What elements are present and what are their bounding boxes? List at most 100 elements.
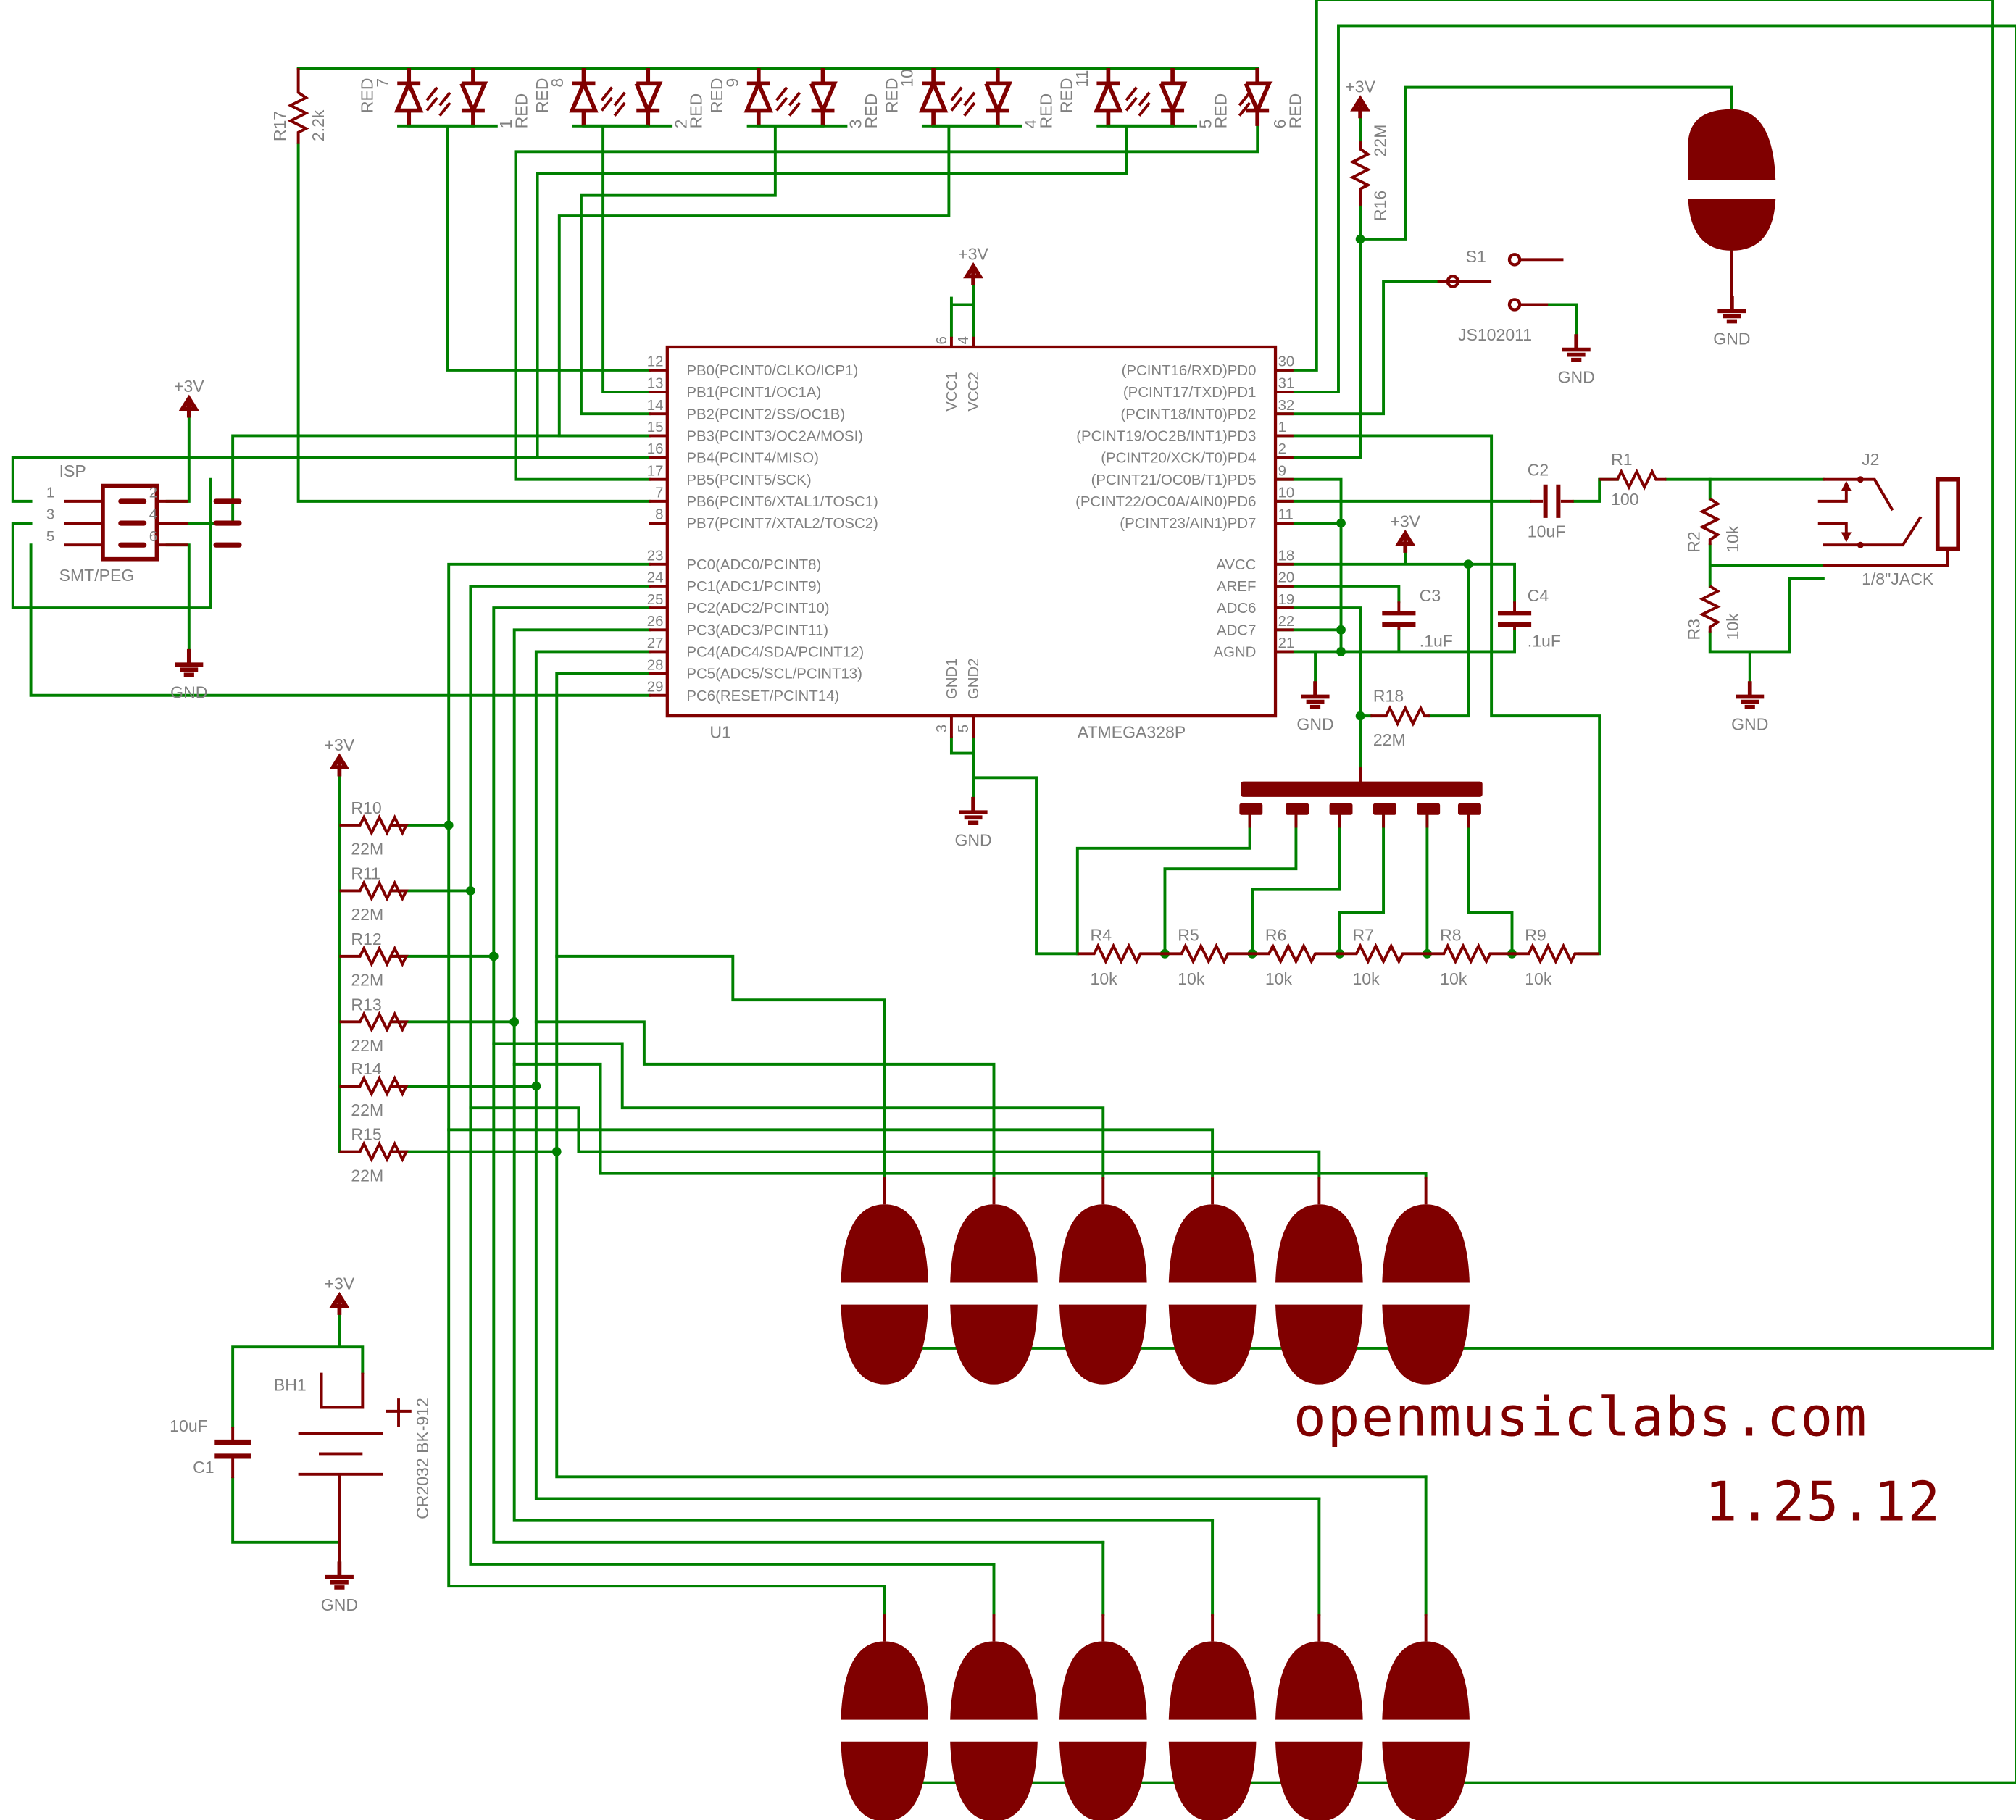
mcu-pin-name: AVCC [1216, 557, 1256, 573]
mcu-pin-number: 13 [647, 376, 664, 392]
mcu-pin-number: 7 [655, 485, 663, 501]
resistor-r16: R16 22M [1349, 125, 1390, 221]
resistor-icon [339, 1140, 409, 1163]
piezo-disc-bottom [950, 1304, 1038, 1385]
piezo-disc-bottom [950, 1741, 1038, 1820]
mcu-pin-number: 12 [647, 354, 664, 370]
resistor-icon [1339, 943, 1428, 965]
led-icon [393, 68, 424, 126]
r3-ref: R3 [1685, 619, 1704, 640]
isp-pin-5: 5 [46, 529, 54, 545]
r2-ref: R2 [1685, 531, 1704, 552]
mcu-pin-name: ADC7 [1217, 622, 1256, 638]
vcc-arrow-icon [329, 1291, 350, 1315]
c4-value: .1uF [1528, 631, 1561, 650]
pullup-resistor-ref: R10 [351, 798, 381, 817]
slider-pad [1457, 803, 1481, 815]
ground-icon [1562, 334, 1591, 362]
ladder-resistor-value: 10k [1352, 969, 1380, 988]
c1-value: 10uF [170, 1416, 208, 1435]
mcu-pin-number: 21 [1278, 635, 1295, 651]
pullup-resistor-value: 22M [351, 1101, 383, 1119]
r1-value: 100 [1611, 490, 1638, 509]
ladder-resistor-ref: R8 [1440, 926, 1461, 945]
mcu-pin-name: PB2(PCINT2/SS/OC1B) [686, 406, 845, 422]
slider-pad [1239, 803, 1263, 815]
mcu-pin-name: PC1(ADC1/PCINT9) [686, 579, 821, 595]
vcc-label: +3V [325, 1274, 355, 1293]
led-color-label: RED [1286, 93, 1305, 129]
resistor-icon [339, 945, 409, 967]
led-color-label: RED [1057, 78, 1076, 113]
mcu-pin-number: 15 [647, 419, 664, 435]
ground-icon [1736, 681, 1765, 709]
led-icon [809, 68, 838, 126]
mcu-pin-name: PC2(ADC2/PCINT10) [686, 601, 829, 617]
vcc-label: +3V [958, 244, 988, 263]
piezo-disc-bottom [1168, 1304, 1257, 1385]
resistor-icon [339, 814, 409, 836]
led-icon [918, 68, 949, 126]
mcu-pin-number: 18 [1278, 548, 1295, 564]
led-number-label: 9 [722, 78, 741, 88]
mcu-pin-number: 24 [647, 570, 664, 586]
mcu-pin-number: 10 [1278, 485, 1295, 501]
mcu-pin-name: (PCINT17/TXD)PD1 [1123, 385, 1257, 401]
led-color-label: RED [358, 78, 377, 113]
ladder-resistor-value: 10k [1091, 969, 1118, 988]
ground-icon [175, 648, 204, 677]
isp-header: ISP SMT/PEG 1 2 3 4 5 6 [46, 462, 242, 585]
light-rays-icon [1125, 86, 1151, 117]
slider-pad [1373, 803, 1396, 815]
mcu-pin-name: (PCINT21/OC0B/T1)PD5 [1091, 472, 1257, 488]
led-icon [984, 68, 1013, 126]
piezo-disc-bottom [1059, 1741, 1147, 1820]
ground-icon [325, 1561, 354, 1590]
vcc-label: +3V [174, 377, 204, 396]
c1-ref: C1 [193, 1458, 214, 1477]
piezo-disc-top [1382, 1641, 1470, 1720]
pin-label-gnd2: GND2 [966, 658, 982, 699]
r18-value: 22M [1373, 730, 1406, 749]
mcu-pin-number: 8 [655, 507, 663, 523]
mcu-pin-number: 28 [647, 657, 664, 673]
vcc-arrow-icon [329, 753, 350, 777]
touch-slider [1239, 767, 1483, 828]
pin-num-gnd1: 3 [934, 725, 950, 732]
gnd-label: GND [1296, 715, 1333, 734]
r3-value: 10k [1723, 613, 1742, 640]
mcu-pin-name: PB5(PCINT5/SCK) [686, 472, 811, 488]
vcc-label: +3V [325, 735, 355, 754]
mcu-pin-name: PC5(ADC5/SCL/PCINT13) [686, 667, 862, 682]
pin-num-vcc2: 4 [956, 336, 972, 344]
ladder-resistor-value: 10k [1440, 969, 1467, 988]
pullup-resistor-value: 22M [351, 1166, 383, 1185]
piezo-disc-top [950, 1204, 1038, 1283]
resistor-r18: R18 22M [1370, 687, 1430, 749]
junction-dots [443, 234, 1517, 1156]
resistor-icon [339, 1011, 409, 1033]
c3-ref: C3 [1420, 586, 1441, 605]
piezo-disc-bottom [841, 1741, 928, 1820]
pullup-resistor-ref: R15 [351, 1125, 381, 1144]
led-number-label: 4 [1021, 119, 1040, 128]
piezo-disc-bottom [841, 1304, 928, 1385]
mcu-pin-number: 19 [1278, 592, 1295, 608]
pullup-resistor-ref: R14 [351, 1059, 381, 1078]
mcu-pin-number: 31 [1278, 376, 1295, 392]
piezo-row-upper [841, 1177, 1470, 1385]
vcc-symbols: +3V+3V+3V+3V+3V+3V [174, 78, 1421, 1315]
battery-value: CR2032 BK-912 [413, 1398, 432, 1519]
pullup-resistor-value: 22M [351, 905, 383, 924]
light-rays-icon [1238, 91, 1251, 117]
mcu-body [665, 345, 1278, 718]
resistor-icon [1512, 943, 1600, 965]
pullup-resistor-ref: R13 [351, 995, 381, 1014]
slider-pad [1329, 803, 1353, 815]
mcu-pin-name: AREF [1217, 579, 1256, 595]
led-color-label: RED [707, 78, 726, 113]
led-number-label: 10 [898, 69, 917, 88]
